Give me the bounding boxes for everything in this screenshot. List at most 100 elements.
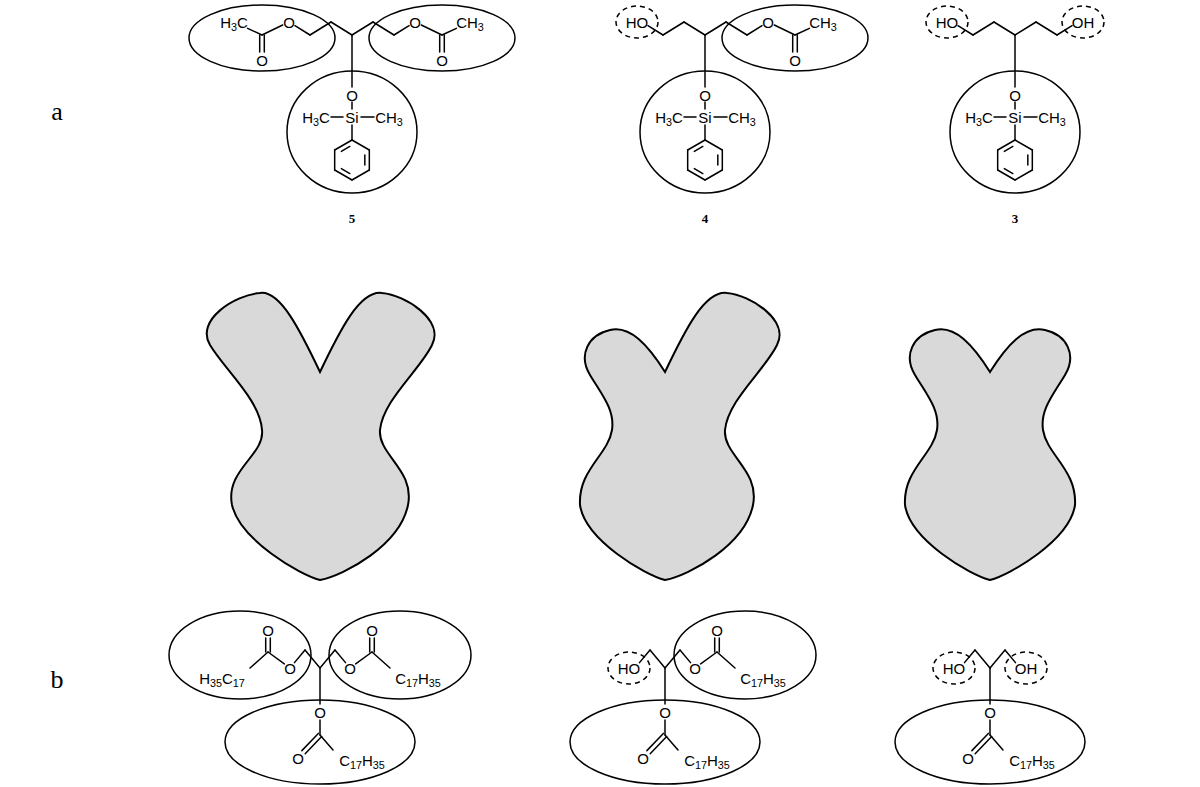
group-ellipse: OOC17H35 (569, 699, 761, 785)
free-group-ellipse: HO (607, 651, 651, 685)
atom-label: O (699, 88, 711, 103)
text-run: O (762, 14, 774, 31)
text-run: CH (456, 14, 478, 31)
compound-number: 3 (1012, 204, 1018, 222)
bond (295, 26, 310, 35)
atom-label: OH (1072, 15, 1095, 30)
ellipse (608, 652, 650, 684)
text-run: b (51, 665, 64, 694)
text-run: 35 (373, 759, 385, 771)
ellipse (674, 611, 816, 699)
text-run: 3 (1012, 211, 1018, 226)
bond (1024, 116, 1037, 118)
bond (663, 22, 684, 35)
atom-label: O (344, 661, 356, 676)
bond (351, 35, 353, 87)
text-run: 35 (429, 677, 441, 689)
text-run: O (314, 704, 326, 721)
group-ellipse: OOC17H35 (673, 610, 817, 700)
atom-label: HO (618, 661, 641, 676)
text-run: OH (1015, 660, 1038, 677)
text-run: O (711, 622, 723, 639)
bond (335, 170, 352, 180)
compound-number: 4 (702, 204, 708, 222)
text-run: CH (809, 14, 831, 31)
atom-label: O (284, 661, 296, 676)
ellipse-outline (673, 610, 817, 700)
text-run: H (707, 752, 718, 769)
text-run: 3 (397, 116, 403, 128)
text-run: C (672, 109, 683, 126)
atom-label: O (262, 623, 274, 638)
bond (1032, 150, 1034, 170)
bond (369, 638, 371, 652)
bond (701, 652, 717, 664)
atom-label: CH3 (728, 110, 756, 125)
text-run: O (344, 660, 356, 677)
atom-label: OH (1015, 661, 1038, 676)
text-run: Si (1008, 109, 1021, 126)
shape-blob (207, 293, 435, 580)
atom-label: O (436, 53, 448, 68)
text-run: O (256, 52, 268, 69)
ellipse (169, 611, 311, 699)
atom-label: HO (936, 15, 959, 30)
bond (665, 735, 678, 750)
text-run: CH (1038, 109, 1060, 126)
bond (259, 35, 261, 52)
text-run: H (302, 109, 313, 126)
bond (990, 650, 1005, 668)
bond (1015, 22, 1036, 35)
text-run: H (965, 109, 976, 126)
bond (1015, 170, 1032, 180)
bond (305, 737, 321, 754)
atom-label: Si (345, 110, 358, 125)
bond (319, 668, 321, 704)
atom-label: H3C (302, 110, 330, 125)
text-run: 17 (695, 759, 707, 771)
text-run: O (962, 750, 974, 767)
free-group-ellipse: HO (615, 5, 659, 39)
bond (268, 652, 284, 664)
bond (722, 150, 724, 170)
bond (294, 650, 305, 663)
compound-number: 5 (349, 204, 355, 222)
text-run: OH (1072, 14, 1095, 31)
bond (335, 140, 352, 150)
row-letter: a (51, 99, 63, 125)
bond (704, 125, 706, 140)
atom-label: C17H35 (1009, 753, 1055, 768)
atom-label: O (637, 751, 649, 766)
text-run: H (362, 752, 373, 769)
text-run: O (346, 87, 358, 104)
atom-label: O (409, 15, 421, 30)
bond (684, 22, 705, 35)
atom-label: O (366, 623, 378, 638)
bond (265, 638, 267, 652)
ellipse-outline (328, 610, 472, 700)
text-run: 3 (666, 116, 672, 128)
text-run: 3 (976, 116, 982, 128)
text-run: 3 (831, 21, 837, 33)
group-ellipse: OOC17H35 (328, 610, 472, 700)
atom-label: O (1009, 88, 1021, 103)
ellipse (287, 71, 417, 193)
bond (372, 652, 390, 668)
bond (650, 737, 666, 754)
text-run: H (1032, 752, 1043, 769)
bond (687, 150, 689, 170)
bond (248, 28, 262, 35)
bond (250, 652, 268, 668)
ellipse (369, 5, 515, 71)
bond (352, 170, 369, 180)
ellipse (570, 700, 760, 784)
atom-label: H3C (220, 15, 248, 30)
bond (973, 22, 994, 35)
atom-label: CH3 (809, 15, 837, 30)
bond-lines (248, 22, 1072, 754)
bond (341, 146, 349, 151)
text-run: O (659, 704, 671, 721)
bond (1004, 169, 1012, 174)
atom-label: O (711, 623, 723, 638)
atom-label: HO (943, 661, 966, 676)
